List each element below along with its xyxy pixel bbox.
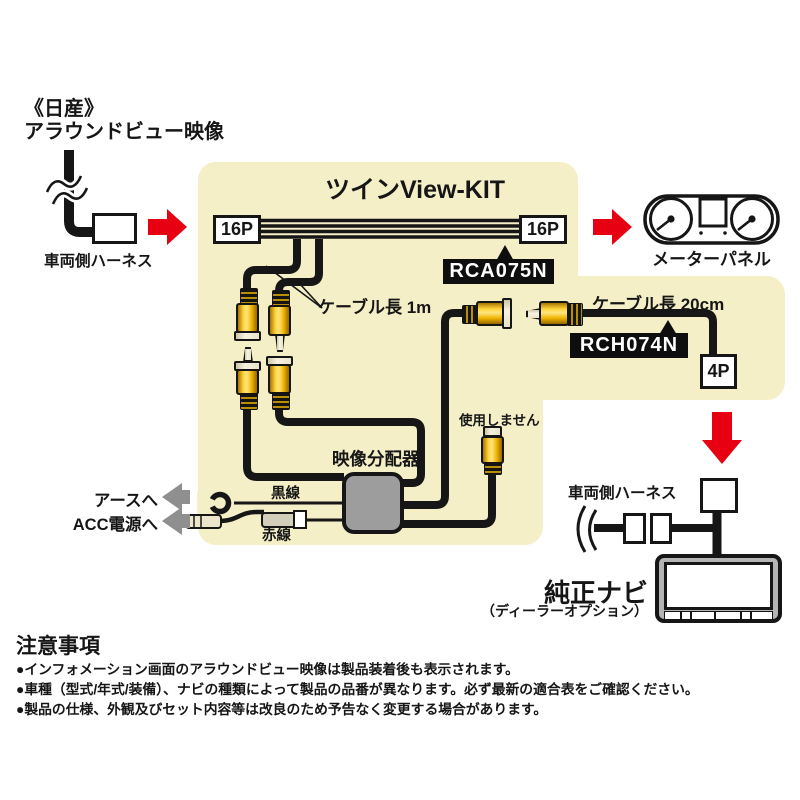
rca075n-pointer bbox=[496, 245, 514, 261]
kit-main-bundle bbox=[258, 218, 521, 239]
earth-label: アースへ bbox=[93, 492, 158, 510]
gray-arrow-earth-icon bbox=[162, 483, 190, 511]
navi-screen bbox=[664, 562, 773, 610]
kit-title: ツインView-KIT bbox=[324, 176, 506, 204]
navi-connector-box bbox=[700, 478, 738, 513]
navi-inline-connector-2 bbox=[650, 513, 672, 544]
wire-black-label: 黒線 bbox=[271, 486, 300, 502]
notes-heading: 注意事項 bbox=[16, 635, 100, 658]
source-brand: 《日産》 bbox=[24, 98, 104, 120]
source-brand-line2: アラウンドビュー映像 bbox=[24, 121, 224, 143]
navi-harness-label: 車両側ハーネス bbox=[568, 485, 677, 502]
part-tag-rch074n: RCH074N bbox=[570, 333, 688, 358]
note-item-3: ●製品の仕様、外観及びセット内容等は改良のため予告なく変更する場合があります。 bbox=[16, 702, 548, 717]
navi-inline-connector-1 bbox=[623, 513, 646, 544]
note-item-2: ●車種（型式/年式/装備）、ナビの種類によって製品の品番が異なります。必ず最新の… bbox=[16, 682, 699, 697]
kit-cables bbox=[243, 239, 717, 528]
red-arrow-down-icon bbox=[702, 412, 742, 464]
distributor-label: 映像分配器 bbox=[332, 449, 420, 469]
red-arrow-to-meter-icon bbox=[593, 209, 632, 245]
bullet-connector-icon bbox=[185, 509, 344, 529]
cable-20cm-label: ケーブル長 20cm bbox=[592, 295, 725, 314]
ground-terminal-icon bbox=[197, 491, 344, 515]
meter-panel-label: メーターパネル bbox=[652, 250, 771, 269]
wire-red-label: 赤線 bbox=[262, 528, 291, 544]
cable-break-right-icon bbox=[576, 505, 587, 553]
navi-subtitle: （ディーラーオプション） bbox=[480, 603, 648, 619]
connector-16p-left: 16P bbox=[213, 215, 261, 244]
source-harness-connector bbox=[92, 213, 137, 244]
cable-1m-label: ケーブル長 1m bbox=[318, 298, 432, 317]
cable-break-icon bbox=[45, 175, 83, 193]
navi-button-strip bbox=[664, 611, 773, 620]
unused-label: 使用しません bbox=[459, 413, 540, 428]
video-distributor-box bbox=[342, 472, 404, 534]
meter-panel-icon bbox=[643, 194, 780, 245]
source-harness-label: 車両側ハーネス bbox=[44, 253, 153, 270]
acc-label: ACC電源へ bbox=[72, 516, 158, 534]
navi-harness-cables bbox=[576, 505, 722, 556]
rch074n-pointer bbox=[659, 320, 677, 335]
source-harness-cable bbox=[43, 150, 94, 237]
part-tag-rca075n: RCA075N bbox=[443, 259, 554, 284]
navi-title: 純正ナビ bbox=[543, 578, 648, 608]
connector-16p-right: 16P bbox=[519, 215, 567, 244]
note-item-1: ●インフォメーション画面のアラウンドビュー映像は製品装着後も表示されます。 bbox=[16, 662, 519, 677]
red-arrow-right-icon bbox=[148, 209, 187, 245]
gray-arrow-acc-icon bbox=[162, 507, 190, 535]
cable-1m-pointer-lines bbox=[265, 265, 323, 309]
connector-4p: 4P bbox=[700, 354, 737, 389]
